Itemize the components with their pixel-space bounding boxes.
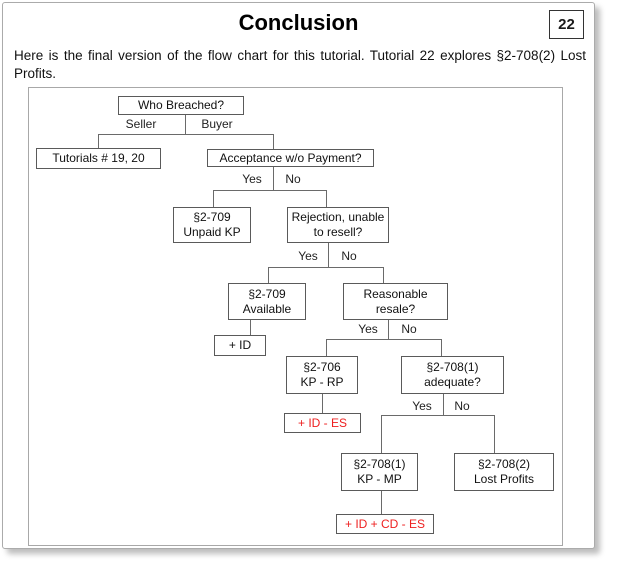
- node-label-line1: §2-708(1): [426, 360, 479, 374]
- connector-line: [273, 134, 274, 149]
- connector-line: [273, 167, 274, 190]
- node-2-708-2-lost-profits: §2-708(2) Lost Profits: [454, 453, 554, 491]
- node-who-breached: Who Breached?: [118, 96, 244, 115]
- connector-line: [98, 134, 99, 148]
- connector-line: [268, 267, 269, 283]
- node-label: Acceptance w/o Payment?: [219, 150, 362, 165]
- node-plus-id-plus-cd-minus-es: + ID + CD - ES: [336, 514, 434, 534]
- node-label-line2: Lost Profits: [473, 472, 535, 486]
- edge-label-yes: Yes: [356, 322, 380, 336]
- connector-line: [381, 415, 495, 416]
- connector-line: [326, 339, 327, 356]
- connector-line: [322, 394, 323, 413]
- node-acceptance-wo-payment: Acceptance w/o Payment?: [207, 149, 374, 167]
- node-label-line1: Reasonable: [363, 286, 428, 301]
- connector-line: [185, 115, 186, 134]
- node-label-line2: Unpaid KP: [183, 225, 241, 239]
- flowchart-frame: Who Breached? Tutorials # 19, 20 Accepta…: [28, 87, 563, 546]
- connector-line: [326, 339, 442, 340]
- page-title: Conclusion: [238, 10, 359, 35]
- slide-number-badge: 22: [549, 10, 584, 39]
- edge-label-no: No: [452, 399, 472, 413]
- connector-line: [441, 339, 442, 356]
- node-2-709-available: §2-709 Available: [228, 283, 306, 320]
- node-label-line1: §2-706: [303, 360, 341, 374]
- node-label-line1: §2-708(2): [477, 457, 531, 471]
- connector-line: [213, 190, 214, 207]
- intro-text: Here is the final version of the flow ch…: [14, 48, 586, 82]
- connector-line: [443, 394, 444, 415]
- node-2-706-kp-rp: §2-706 KP - RP: [286, 356, 358, 394]
- edge-label-yes: Yes: [296, 249, 320, 263]
- node-label: + ID + CD - ES: [344, 516, 426, 531]
- node-label-line2: adequate?: [424, 375, 481, 389]
- connector-line: [328, 243, 329, 267]
- node-label-line1: §2-709: [248, 286, 286, 301]
- edge-label-no: No: [339, 249, 359, 263]
- connector-line: [381, 491, 382, 514]
- node-label: + ID: [228, 338, 252, 352]
- connector-line: [250, 320, 251, 335]
- node-label-line1: §2-709: [193, 210, 231, 224]
- edge-label-no: No: [399, 322, 419, 336]
- node-rejection-unable-to-resell: Rejection, unable to resell?: [287, 207, 389, 243]
- node-2-708-1-adequate: §2-708(1) adequate?: [401, 356, 504, 394]
- node-label: Tutorials # 19, 20: [52, 151, 145, 165]
- edge-label-no: No: [283, 172, 303, 186]
- node-label-line2: resale?: [375, 301, 416, 316]
- edge-label-yes: Yes: [410, 399, 434, 413]
- connector-line: [381, 415, 382, 453]
- edge-label-buyer: Buyer: [199, 117, 235, 131]
- node-label-line2: KP - MP: [357, 472, 402, 486]
- node-2-709-unpaid-kp: §2-709 Unpaid KP: [173, 207, 251, 243]
- node-label-line1: §2-708(1): [353, 457, 406, 471]
- connector-line: [388, 320, 389, 339]
- connector-line: [213, 190, 327, 191]
- node-label-line2: Available: [242, 301, 292, 316]
- node-plus-id: + ID: [214, 335, 266, 356]
- node-2-708-1-kp-mp: §2-708(1) KP - MP: [341, 453, 418, 491]
- node-label-line2: to resell?: [313, 225, 363, 239]
- edge-label-yes: Yes: [240, 172, 264, 186]
- connector-line: [98, 134, 274, 135]
- slide-card: Conclusion 22 Here is the final version …: [2, 2, 595, 549]
- connector-line: [383, 267, 384, 283]
- node-tutorials-19-20: Tutorials # 19, 20: [36, 148, 161, 169]
- node-plus-id-minus-es: + ID - ES: [284, 413, 361, 433]
- edge-label-seller: Seller: [123, 117, 159, 131]
- node-label: Who Breached?: [137, 98, 225, 112]
- node-label-line1: Rejection, unable: [291, 210, 385, 224]
- connector-line: [268, 267, 384, 268]
- node-label: + ID - ES: [297, 415, 347, 430]
- connector-line: [326, 190, 327, 207]
- node-label-line2: KP - RP: [300, 375, 344, 389]
- connector-line: [494, 415, 495, 453]
- node-reasonable-resale: Reasonable resale?: [343, 283, 448, 320]
